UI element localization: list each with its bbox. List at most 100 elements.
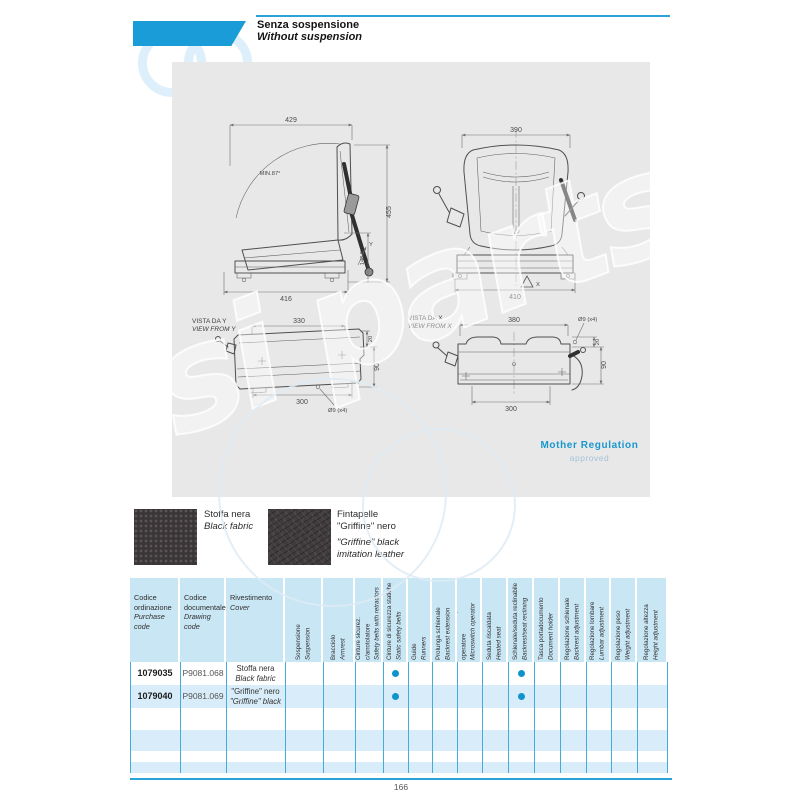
svg-text:416: 416 (280, 296, 292, 303)
swatch-name-english: imitation leather (337, 548, 405, 560)
front-view-drawing: 390 (433, 127, 585, 301)
svg-text:VISTA DA Y: VISTA DA Y (192, 318, 227, 325)
table-grid-line (637, 662, 638, 773)
swatch-name-english: Black fabric (204, 520, 254, 532)
table-grid-line (180, 662, 181, 773)
table-grid-line (323, 662, 324, 773)
svg-text:X: X (536, 282, 540, 288)
page-title-italian: Senza sospensione (257, 19, 360, 31)
page-number: 166 (393, 782, 409, 792)
drawing-code-cell: P9081.068 (182, 668, 224, 678)
svg-text:300: 300 (505, 406, 517, 413)
view-from-x-drawing: VISTA DA X VIEW FROM X 380 Ø9 (x4) (408, 315, 608, 413)
table-grid-line (534, 662, 535, 773)
svg-text:146.5: 146.5 (360, 251, 366, 266)
feature-column-header: Microinterruttore presenza operatoreMicr… (457, 578, 480, 662)
feature-header-text-wrap: Microinterruttore presenza operatoreMicr… (457, 578, 480, 662)
svg-text:429: 429 (285, 117, 297, 124)
svg-text:VIEW FROM X: VIEW FROM X (408, 323, 452, 330)
svg-text:90: 90 (374, 363, 381, 371)
technical-drawing-panel: 429 MIN.87° 455 (128, 62, 700, 497)
table-grid-line (457, 662, 458, 773)
footer-rule (130, 778, 672, 780)
table-grid-line (432, 662, 433, 773)
page-title-english: Without suspension (257, 31, 363, 43)
svg-text:410: 410 (509, 294, 521, 301)
feature-header-text: Microinterruttore presenza operatoreMicr… (457, 588, 480, 660)
header-accent-band (133, 21, 246, 46)
cover-cell: "Griffine" nero"Griffine" black (229, 687, 282, 706)
table-grid-line (383, 662, 384, 773)
svg-text:VIEW FROM Y: VIEW FROM Y (192, 326, 236, 333)
table-grid-line (508, 662, 509, 773)
table-grid-line (355, 662, 356, 773)
feature-dot (392, 693, 399, 700)
table-grid-line (560, 662, 561, 773)
svg-text:Ø9 (x4): Ø9 (x4) (578, 317, 597, 323)
svg-text:300: 300 (296, 399, 308, 406)
swatch-name-italian: Fintapelle (337, 509, 379, 520)
swatch-label-griffine: Fintapelle "Griffine" nero "Griffine" bl… (337, 509, 404, 560)
svg-text:VISTA DA X: VISTA DA X (408, 315, 443, 322)
empty-table-row (130, 762, 668, 773)
swatch-name-italian: "Griffine" nero (337, 520, 396, 532)
purchase-code-cell: 1079040 (137, 691, 173, 701)
swatch-name-english: "Griffine" black (337, 537, 400, 548)
svg-text:20: 20 (595, 339, 601, 345)
svg-text:330: 330 (293, 318, 305, 325)
table-grid-line (226, 662, 227, 773)
svg-text:Ø9 (x4): Ø9 (x4) (328, 408, 347, 414)
table-grid-line (408, 662, 409, 773)
view-from-y-drawing: VISTA DA Y VIEW FROM Y 330 20 90 (192, 318, 381, 414)
swatch-label-black-fabric: Stoffa nera Black fabric (204, 509, 253, 532)
svg-text:380: 380 (508, 317, 520, 324)
empty-table-row (130, 730, 668, 751)
regulation-subtitle: approved (569, 453, 610, 463)
svg-text:90: 90 (601, 361, 608, 369)
side-view-drawing: 429 MIN.87° 455 (223, 117, 393, 303)
svg-text:20: 20 (368, 336, 374, 342)
